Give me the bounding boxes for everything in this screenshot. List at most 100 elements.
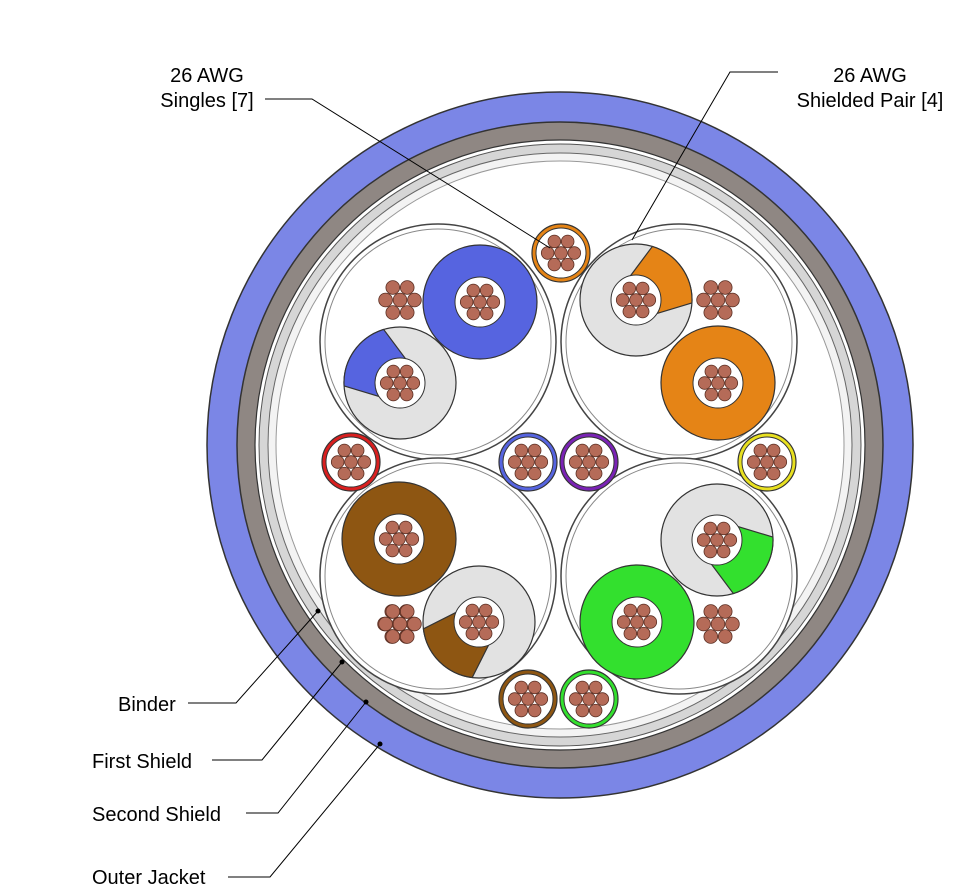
singles-label-line2: Singles [7] xyxy=(160,90,253,112)
copper-strand xyxy=(595,455,610,469)
copper-strand xyxy=(407,616,422,632)
copper-strand xyxy=(337,466,352,481)
copper-strand xyxy=(378,616,393,632)
copper-strand xyxy=(725,292,740,308)
copper-strand xyxy=(575,443,590,458)
copper-strand xyxy=(710,292,726,308)
single-orange-wire-conductor xyxy=(540,234,582,272)
copper-strand xyxy=(507,692,522,706)
copper-strand xyxy=(635,304,650,319)
copper-strand xyxy=(478,603,493,618)
copper-strand xyxy=(575,703,590,718)
copper-strand xyxy=(385,604,401,619)
copper-strand xyxy=(622,281,637,296)
copper-strand xyxy=(466,306,481,321)
copper-strand xyxy=(350,443,365,458)
copper-strand xyxy=(588,466,603,481)
copper-strand xyxy=(540,246,555,260)
binder-label: Binder xyxy=(118,694,176,716)
copper-strand xyxy=(717,364,732,379)
orange-pair-group-solid-wire-conductor xyxy=(697,364,739,402)
single-brown-wire-conductor xyxy=(507,680,549,718)
copper-strand xyxy=(378,292,393,308)
copper-strand xyxy=(547,234,562,249)
single-red-wire-conductor xyxy=(330,443,372,481)
copper-strand xyxy=(746,455,761,469)
copper-strand xyxy=(704,387,719,402)
copper-strand xyxy=(406,376,421,390)
copper-strand xyxy=(507,455,522,469)
copper-strand xyxy=(547,257,562,272)
copper-strand xyxy=(399,604,415,619)
copper-strand xyxy=(407,292,422,308)
copper-strand xyxy=(697,376,712,390)
copper-strand xyxy=(567,246,582,260)
copper-strand xyxy=(717,629,733,644)
brown-pair-group-solid-wire xyxy=(341,481,457,597)
copper-strand xyxy=(696,292,711,308)
copper-strand xyxy=(710,533,724,547)
copper-strand xyxy=(716,544,731,559)
green-pair-group xyxy=(560,457,798,695)
brown-pair-group-solid-wire-conductor xyxy=(378,520,420,558)
copper-strand xyxy=(615,293,630,307)
copper-strand xyxy=(773,455,788,469)
copper-strand xyxy=(560,234,575,249)
copper-strand xyxy=(568,692,583,706)
copper-strand xyxy=(478,626,493,641)
green-pair-group-drain-wire-0 xyxy=(696,604,740,644)
brown-pair-group-striped-wire xyxy=(422,565,536,679)
green-pair-group-striped-wire xyxy=(660,483,774,597)
copper-strand xyxy=(458,615,473,629)
copper-strand xyxy=(399,305,415,320)
copper-strand xyxy=(703,604,719,619)
copper-strand xyxy=(405,532,420,546)
copper-strand xyxy=(696,533,711,547)
copper-strand xyxy=(642,293,657,307)
copper-strand xyxy=(635,281,650,296)
copper-strand xyxy=(399,629,415,644)
green-pair-group-striped-wire-conductor xyxy=(696,521,738,559)
copper-strand xyxy=(514,466,529,481)
copper-strand xyxy=(534,692,549,706)
pairs-label-line2: Shielded Pair [4] xyxy=(797,90,944,112)
copper-strand xyxy=(485,615,500,629)
orange-pair-group-drain-wire-0 xyxy=(696,280,740,320)
binder-leader-line xyxy=(188,610,319,704)
copper-strand xyxy=(636,626,651,641)
copper-strand xyxy=(725,616,740,632)
single-green-wire xyxy=(559,669,619,729)
copper-strand xyxy=(554,246,568,260)
copper-strand xyxy=(330,455,345,469)
copper-strand xyxy=(588,703,603,718)
copper-strand xyxy=(568,455,583,469)
copper-strand xyxy=(696,616,711,632)
single-violet-wire-conductor xyxy=(568,443,610,481)
copper-strand xyxy=(399,387,414,402)
copper-strand xyxy=(703,305,719,320)
copper-strand xyxy=(385,629,401,644)
copper-strand xyxy=(385,305,401,320)
copper-strand xyxy=(357,455,372,469)
outer-jacket-leader-dot xyxy=(377,741,383,747)
copper-strand xyxy=(337,443,352,458)
single-yellow-wire xyxy=(737,432,797,492)
orange-pair-group xyxy=(560,223,798,461)
green-pair-group-solid-wire-conductor xyxy=(616,603,658,641)
copper-strand xyxy=(629,293,643,307)
copper-strand xyxy=(527,703,542,718)
copper-strand xyxy=(703,544,718,559)
copper-strand xyxy=(723,533,738,547)
single-green-wire-conductor xyxy=(568,680,610,718)
single-yellow-wire-conductor xyxy=(746,443,788,481)
copper-strand xyxy=(392,616,408,632)
orange-pair-group-striped-wire-conductor xyxy=(615,281,657,319)
copper-strand xyxy=(716,521,731,536)
singles-label-line1: 26 AWG xyxy=(170,65,244,87)
copper-strand xyxy=(717,387,732,402)
single-brown-wire xyxy=(498,669,558,729)
blue-pair-group-solid-wire-conductor xyxy=(459,283,501,321)
copper-strand xyxy=(393,376,407,390)
single-orange-wire xyxy=(531,223,591,283)
single-blue-wire-conductor xyxy=(507,443,549,481)
